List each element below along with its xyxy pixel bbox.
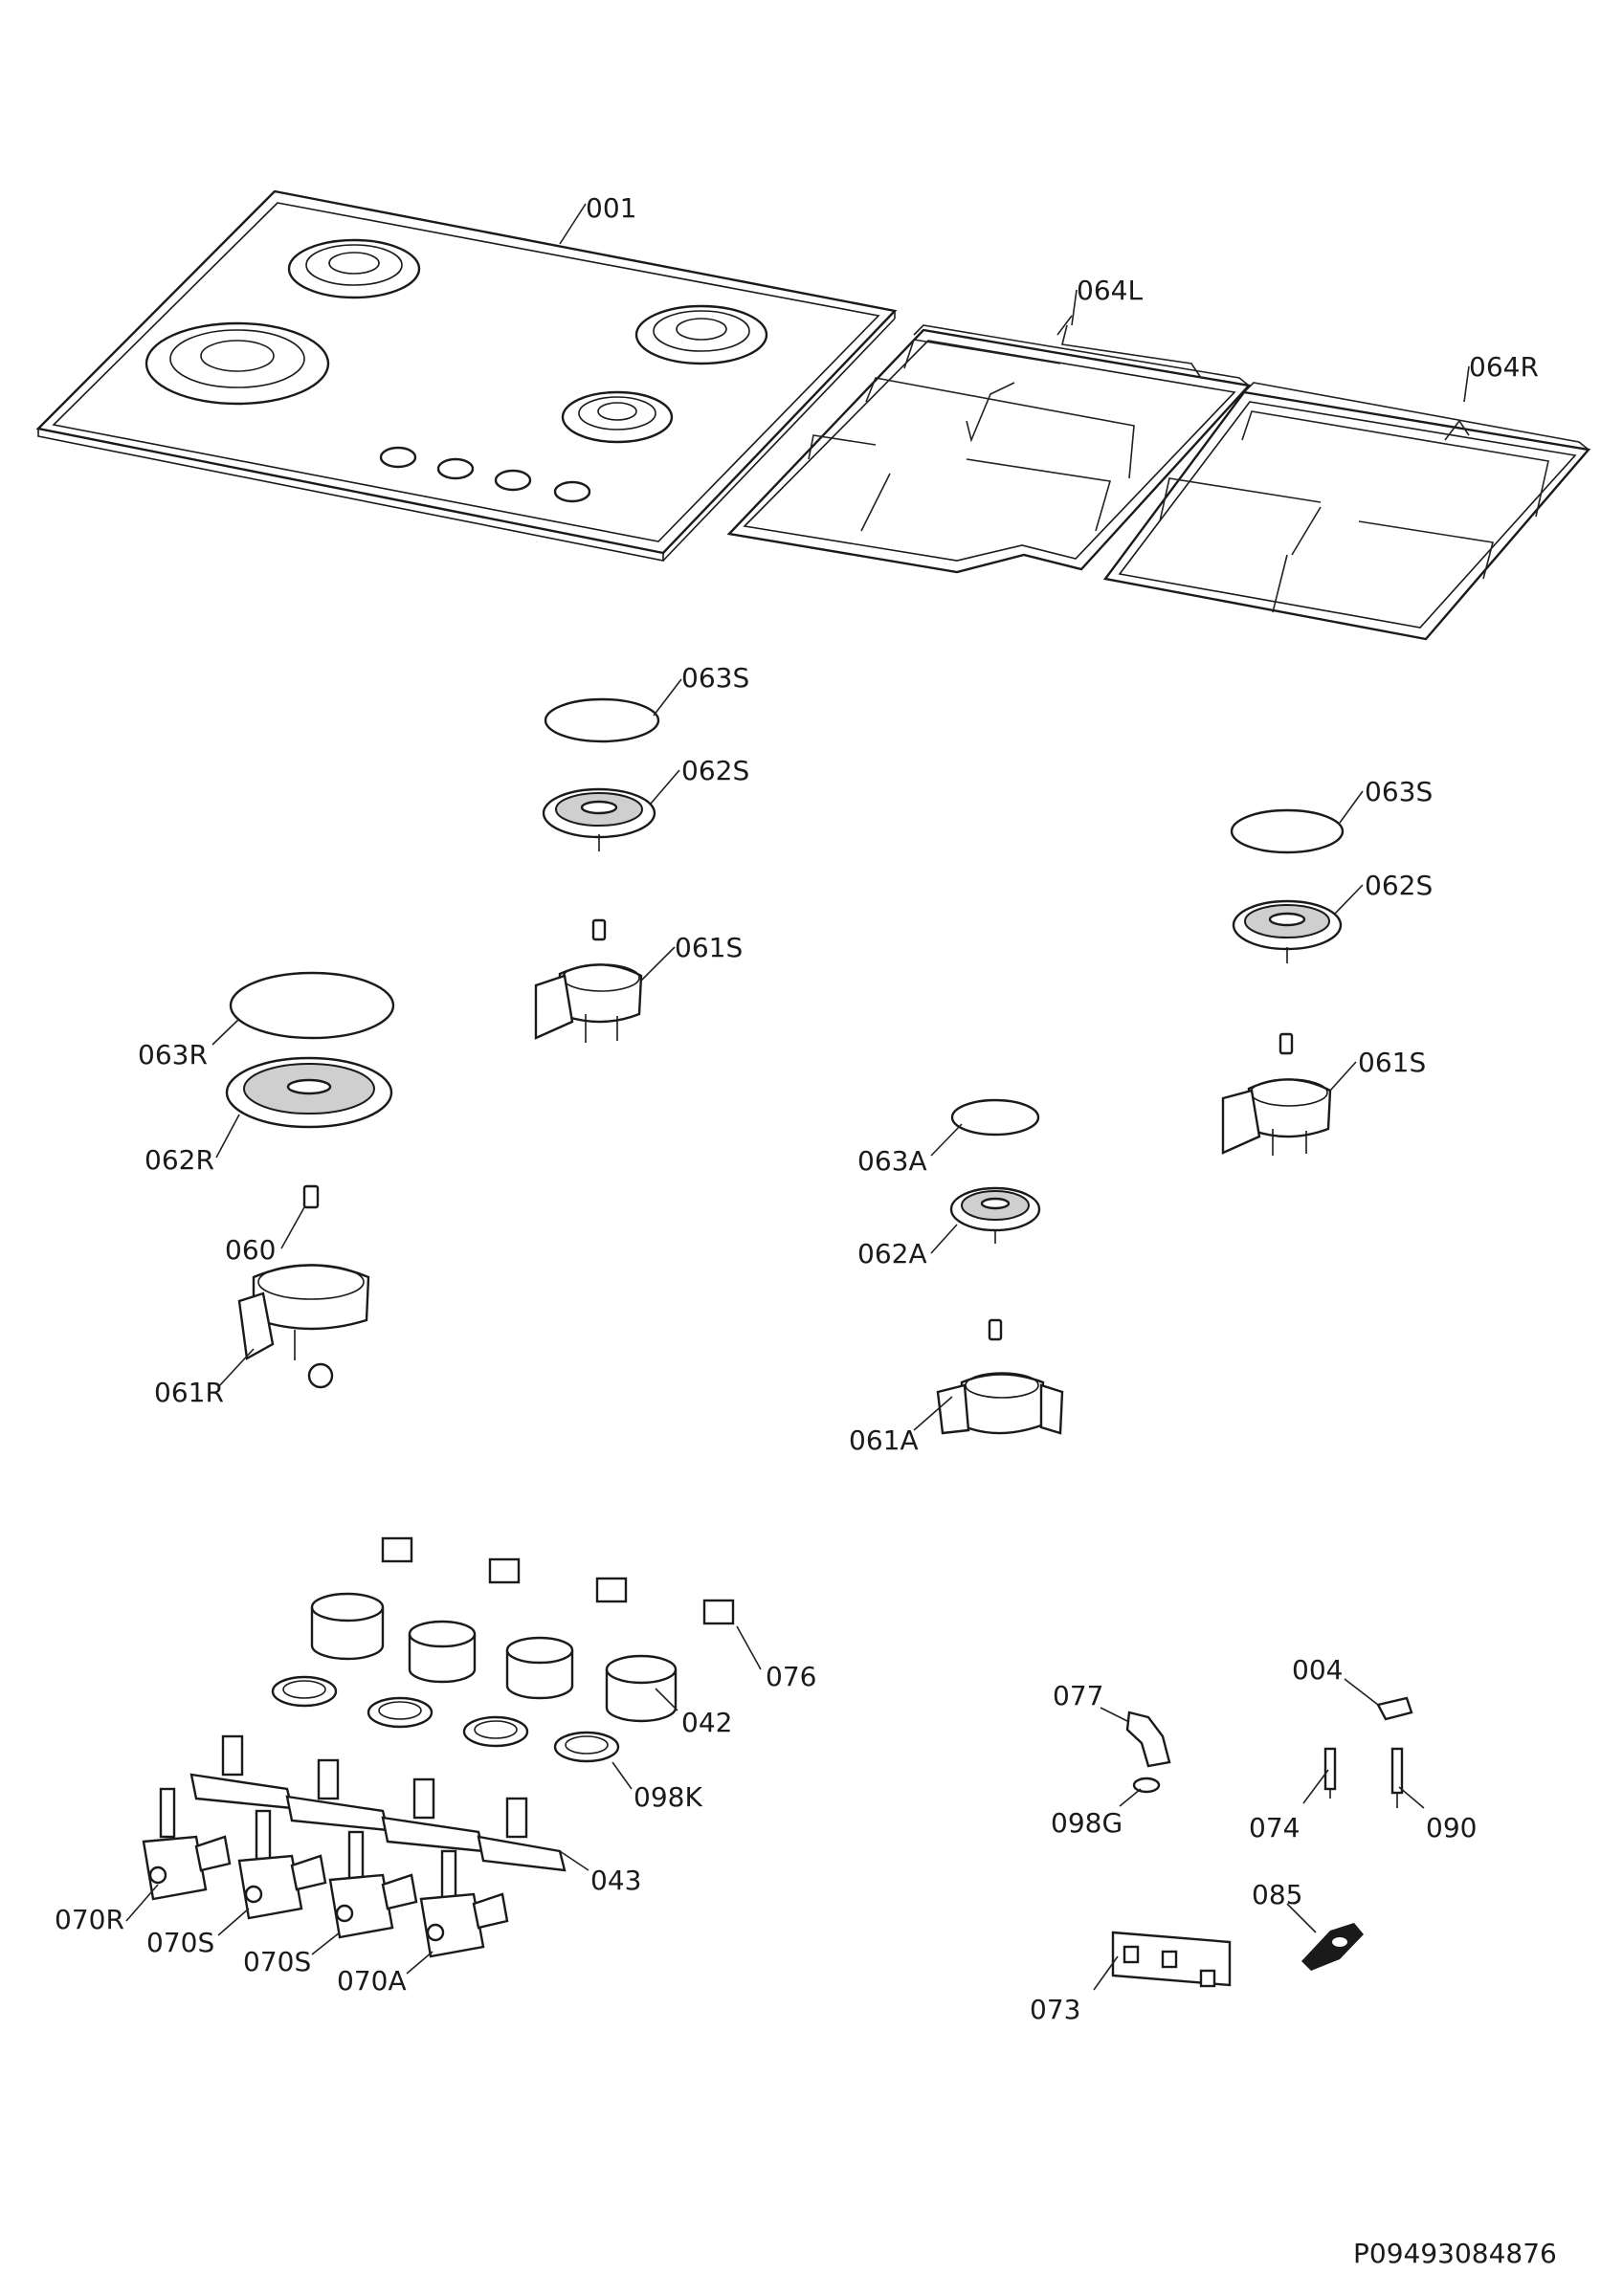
label-098G: 098G — [1051, 1807, 1123, 1839]
label-064R: 064R — [1469, 351, 1539, 383]
label-062A: 062A — [857, 1238, 927, 1269]
pan-support-right — [1102, 382, 1591, 641]
control-knobs — [310, 1592, 678, 1723]
label-063S-right: 063S — [1365, 776, 1433, 807]
label-098K: 098K — [634, 1781, 702, 1813]
auxiliary-burner — [936, 1098, 1064, 1435]
label-070S-b: 070S — [243, 1946, 311, 1977]
label-070A: 070A — [337, 1965, 407, 1997]
label-073: 073 — [1030, 1994, 1080, 2025]
label-061S-left: 061S — [675, 932, 743, 963]
semi-rapid-burner-left — [534, 697, 660, 1043]
label-061S-right: 061S — [1358, 1047, 1426, 1078]
label-064L: 064L — [1077, 275, 1143, 306]
pan-support-left — [726, 315, 1252, 574]
spark-plug — [1390, 1747, 1404, 1808]
label-070S-a: 070S — [146, 1927, 214, 1958]
label-074: 074 — [1249, 1812, 1300, 1843]
label-085: 085 — [1252, 1879, 1302, 1910]
part-labels: 001 064L 064R 063S 062S 061S 063S 062S 0… — [55, 192, 1557, 2269]
thermocouple — [1323, 1747, 1337, 1799]
label-061R: 061R — [154, 1377, 224, 1408]
label-001: 001 — [586, 192, 636, 224]
label-062S-left: 062S — [681, 755, 749, 786]
label-063R: 063R — [138, 1039, 208, 1071]
label-090: 090 — [1426, 1812, 1477, 1843]
hob-top-plate — [35, 189, 898, 562]
label-063A: 063A — [857, 1145, 927, 1177]
semi-rapid-burner-right — [1221, 808, 1345, 1156]
clip-085 — [1301, 1923, 1364, 1971]
label-060: 060 — [225, 1234, 276, 1266]
label-062S-right: 062S — [1365, 870, 1433, 901]
gas-valves — [142, 1787, 509, 1958]
rapid-burner — [225, 971, 395, 1389]
document-code: P09493084876 — [1353, 2238, 1557, 2269]
knob-seals — [271, 1675, 620, 1763]
ignition-clip — [1376, 1696, 1413, 1721]
label-077: 077 — [1053, 1680, 1103, 1711]
elbow-fitting — [1125, 1711, 1171, 1794]
label-076: 076 — [766, 1661, 816, 1692]
label-043: 043 — [590, 1865, 641, 1896]
label-063S-left: 063S — [681, 662, 749, 694]
label-061A: 061A — [849, 1424, 919, 1456]
ignition-module — [1111, 1931, 1232, 1988]
knob-brackets — [381, 1536, 735, 1625]
leader-lines — [125, 203, 1470, 1991]
valve-brackets — [189, 1734, 567, 1872]
label-070R: 070R — [55, 1904, 124, 1935]
label-004: 004 — [1292, 1654, 1343, 1686]
label-062R: 062R — [145, 1144, 214, 1176]
label-042: 042 — [681, 1707, 732, 1738]
